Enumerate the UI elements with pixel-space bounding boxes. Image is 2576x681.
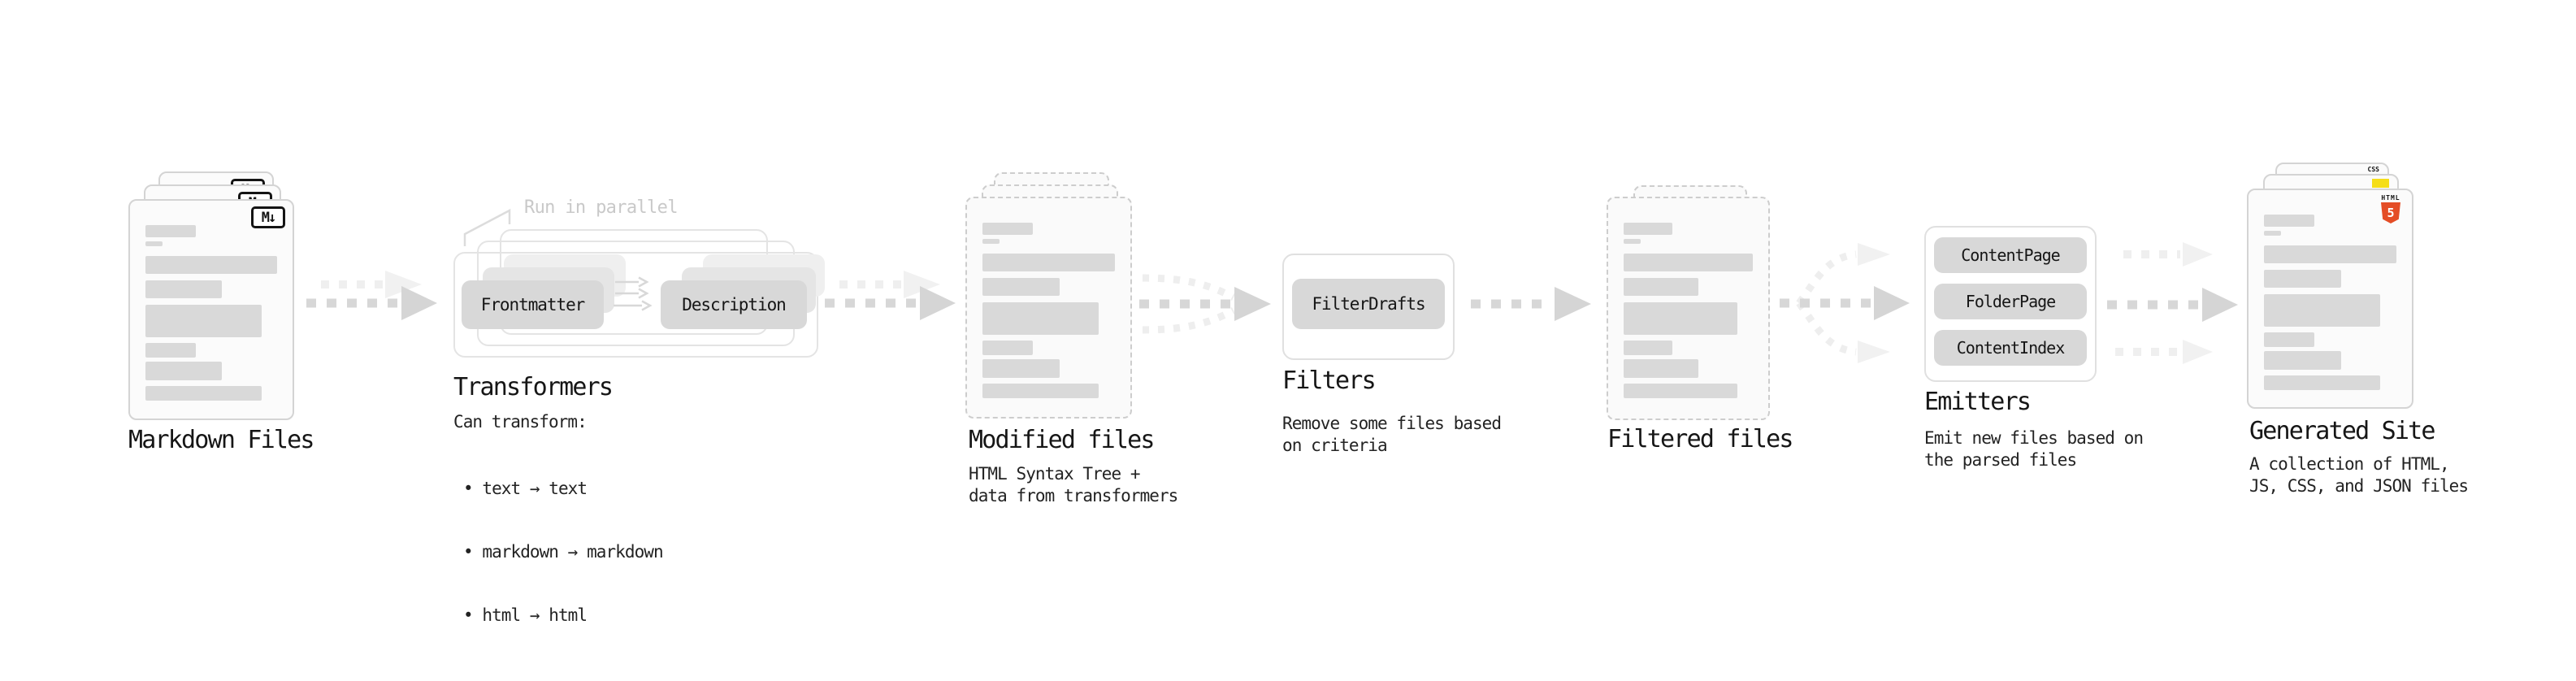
skeleton-text-lines [145, 225, 277, 401]
skeleton-line [982, 278, 1060, 296]
skeleton-text-lines [1624, 223, 1753, 398]
skeleton-line [1624, 302, 1737, 335]
skeleton-line [2264, 215, 2314, 227]
skeleton-line [145, 241, 163, 246]
arrow-modified-to-filters [1139, 274, 1271, 334]
skeleton-line [1624, 340, 1673, 355]
emitter-box-contentindex: ContentIndex [1934, 330, 2087, 366]
arrow-transformers-to-modified [825, 271, 956, 320]
transformers-bullet-list: • text → text • markdown → markdown • ht… [463, 436, 664, 668]
bullet-item: • markdown → markdown [463, 542, 664, 562]
stage-title-modified-files: Modified files [969, 426, 1155, 454]
arrow-filtered-to-emitters [1780, 243, 1910, 363]
skeleton-line [145, 280, 222, 298]
bullet-item: • text → text [463, 479, 588, 498]
skeleton-line [145, 362, 222, 380]
skeleton-line [2264, 332, 2314, 347]
skeleton-line [145, 305, 262, 337]
skeleton-line [145, 343, 196, 358]
skeleton-line [1624, 384, 1737, 398]
transformers-caption-heading: Can transform: [453, 412, 588, 432]
javascript-icon [2372, 179, 2389, 188]
skeleton-line [1624, 359, 1699, 378]
arrow-filters-to-filtered [1471, 287, 1591, 321]
transformer-box-description: Description [661, 280, 807, 329]
emitters-caption: Emit new files based on the parsed files [1924, 428, 2144, 470]
modified-files-caption: HTML Syntax Tree + data from transformer… [969, 464, 1178, 505]
skeleton-line [982, 239, 1000, 244]
transformer-box-frontmatter: Frontmatter [462, 280, 604, 329]
skeleton-line [2264, 231, 2282, 236]
generated-site-caption: A collection of HTML, JS, CSS, and JSON … [2249, 454, 2469, 496]
skeleton-line [1624, 239, 1641, 244]
skeleton-line [982, 384, 1099, 398]
skeleton-line [982, 359, 1060, 378]
stage-title-markdown-files: Markdown Files [128, 426, 314, 454]
emitter-box-contentpage: ContentPage [1934, 237, 2087, 273]
skeleton-line [2264, 294, 2381, 327]
parallel-note: Run in parallel [524, 197, 678, 218]
skeleton-text-lines [982, 223, 1115, 398]
skeleton-line [2264, 375, 2381, 390]
html5-icon-shield: 5 [2381, 202, 2400, 223]
skeleton-line [982, 340, 1033, 355]
skeleton-line [1624, 254, 1753, 271]
arrow-markdown-to-transformers [306, 271, 437, 320]
stage-title-filtered-files: Filtered files [1607, 425, 1793, 453]
html5-icon: HTML 5 [2379, 194, 2402, 223]
skeleton-line [2264, 270, 2341, 288]
markdown-icon: M↓ [251, 206, 285, 228]
generated-file-card-html: HTML 5 [2247, 189, 2413, 409]
skeleton-line [982, 302, 1099, 335]
skeleton-line [2264, 351, 2341, 370]
arrow-emitters-to-generated [2107, 242, 2238, 364]
skeleton-text-lines [2264, 215, 2396, 390]
filters-caption: Remove some files based on criteria [1282, 414, 1502, 455]
skeleton-line [1624, 223, 1673, 235]
filter-box-filterdrafts: FilterDrafts [1292, 279, 1445, 329]
skeleton-line [982, 223, 1033, 235]
skeleton-line [1624, 278, 1699, 296]
parallel-flow-arrows [614, 276, 653, 311]
skeleton-line [145, 386, 262, 401]
html5-icon-label: HTML [2381, 194, 2400, 202]
skeleton-line [982, 254, 1115, 271]
parallel-note-connector [463, 208, 511, 246]
skeleton-line [145, 256, 277, 274]
modified-file-card-front [965, 197, 1132, 419]
transformer-frame-front [453, 252, 818, 358]
stage-title-emitters: Emitters [1924, 388, 2032, 416]
filtered-file-card-front [1607, 197, 1770, 420]
markdown-file-card-front: M↓ [128, 199, 294, 420]
stage-title-generated-site: Generated Site [2249, 417, 2435, 445]
skeleton-line [145, 225, 196, 237]
skeleton-line [2264, 245, 2396, 263]
bullet-item: • html → html [463, 605, 588, 625]
stage-title-transformers: Transformers [453, 373, 614, 401]
emitter-box-folderpage: FolderPage [1934, 284, 2087, 319]
stage-title-filters: Filters [1282, 367, 1377, 395]
